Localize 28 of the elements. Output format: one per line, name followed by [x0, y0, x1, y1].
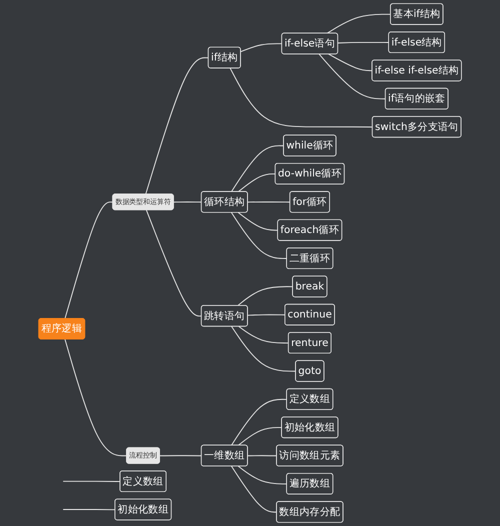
connector: [230, 466, 278, 513]
connector: [173, 202, 202, 203]
connector: [230, 145, 284, 192]
connector: [230, 398, 288, 446]
connector: [247, 202, 290, 203]
connector: [64, 202, 114, 320]
connector: [247, 314, 286, 316]
connector: [146, 210, 202, 317]
connector: [62, 480, 121, 482]
connector: [240, 43, 282, 52]
connector: [159, 455, 202, 456]
connector: [230, 68, 373, 128]
connector: [145, 57, 209, 195]
connector: [238, 466, 288, 484]
connector: [231, 326, 296, 372]
connector: [338, 42, 390, 44]
connector: [237, 286, 294, 306]
connector: [64, 338, 128, 456]
connector: [238, 427, 282, 446]
connector: [238, 212, 278, 231]
connector: [326, 14, 392, 34]
connector: [238, 326, 289, 344]
connector: [230, 212, 288, 259]
connector: [247, 455, 278, 456]
connector: [318, 54, 386, 100]
connector: [328, 54, 373, 72]
connector: [62, 509, 116, 510]
connector: [238, 173, 276, 192]
